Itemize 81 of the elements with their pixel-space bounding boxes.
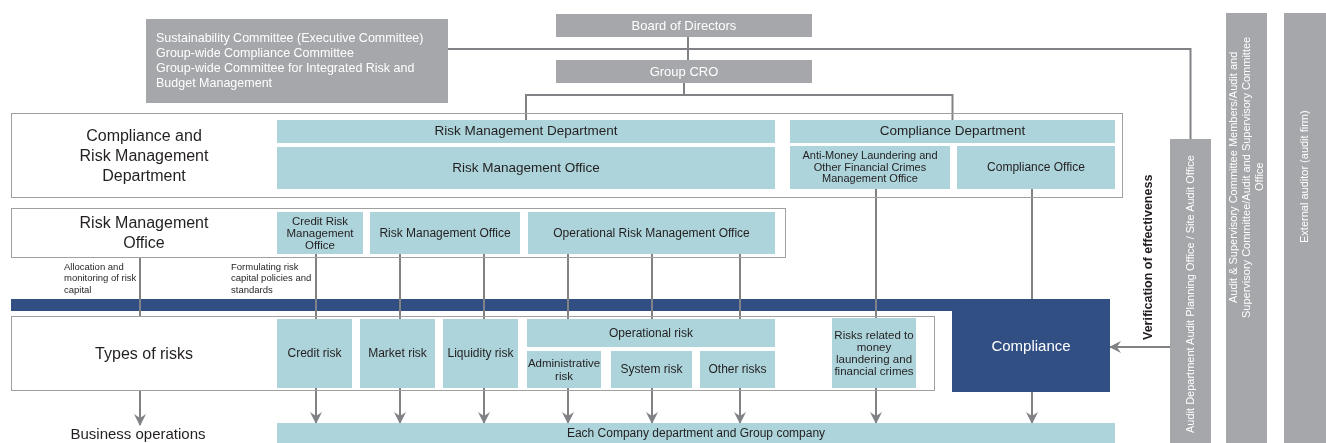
section-title: Compliance and Risk Management Department xyxy=(78,125,210,186)
committee-name: Group-wide Committee for Integrated Risk and Budget Management xyxy=(156,61,416,91)
edge-label: Verification of effectiveness xyxy=(1141,173,1156,340)
unit-name: Administrative risk xyxy=(527,357,601,382)
org-unit-box xyxy=(370,212,520,254)
unit-name: Market risk xyxy=(368,347,427,360)
section-title: Risk Management Office xyxy=(78,213,210,253)
connector-line xyxy=(651,253,653,320)
org-unit-box xyxy=(277,319,352,388)
committee-name: Sustainability Committee (Executive Committee) xyxy=(156,31,424,46)
compliance-box xyxy=(952,299,1110,392)
connector-line xyxy=(139,257,141,317)
body-name: Audit Department Audit Planning Office / Site Audit Office xyxy=(1183,154,1197,436)
org-unit-box xyxy=(277,423,1115,443)
unit-name: Board of Directors xyxy=(631,18,737,33)
org-unit-box xyxy=(957,146,1115,189)
unit-name: Risk Management Office xyxy=(379,226,511,240)
audit-body-box xyxy=(1170,139,1211,443)
arrow xyxy=(870,387,882,424)
unit-name: Operational Risk Management Office xyxy=(553,226,750,240)
arrow xyxy=(1026,391,1038,424)
unit-name: Other risks xyxy=(708,363,767,376)
arrow xyxy=(310,387,322,424)
org-unit-box xyxy=(443,319,518,388)
committee-box xyxy=(146,19,448,103)
org-unit-box xyxy=(832,318,916,388)
unit-name: Risks related to money laundering and financial crimes xyxy=(833,328,915,378)
section-title: Types of risks xyxy=(95,343,193,364)
unit-name: Credit risk xyxy=(287,347,342,360)
unit-name: Group CRO xyxy=(649,64,719,79)
connector-line xyxy=(483,253,485,320)
committee-name: Group-wide Compliance Committee xyxy=(156,46,354,61)
connector-line xyxy=(447,48,1192,140)
committee-box xyxy=(556,60,812,83)
unit-name: Compliance Office xyxy=(987,161,1085,174)
connector-line xyxy=(875,188,877,319)
unit-name: Operational risk xyxy=(608,326,693,340)
unit-name: Liquidity risk xyxy=(447,347,514,360)
section-title: Business operations xyxy=(70,425,206,442)
audit-body-box xyxy=(1226,13,1267,443)
arrow xyxy=(394,387,406,424)
body-name: External auditor (audit firm) xyxy=(1298,109,1312,246)
connector-line xyxy=(567,253,569,320)
org-unit-box xyxy=(611,351,692,388)
org-unit-box xyxy=(527,351,601,388)
unit-name: Compliance xyxy=(991,337,1071,354)
unit-name: Anti-Money Laundering and Other Financial Crimes Management Office xyxy=(801,150,939,185)
annotation-text: Formulating risk capital policies and standards xyxy=(231,261,313,296)
org-unit-box xyxy=(700,351,775,388)
section-band xyxy=(11,208,786,258)
org-unit-box xyxy=(360,319,435,388)
connector-line xyxy=(687,36,689,61)
org-unit-box xyxy=(277,212,363,254)
arrow xyxy=(478,387,490,424)
org-unit-box xyxy=(790,146,950,189)
org-unit-box xyxy=(277,147,775,189)
audit-body-box xyxy=(1284,13,1326,443)
connector-line xyxy=(315,253,317,320)
unit-name: Credit Risk Management Office xyxy=(285,214,355,252)
unit-name: Compliance Department xyxy=(879,124,1026,139)
connector-line xyxy=(739,253,741,320)
arrow xyxy=(562,387,574,424)
body-name: Audit & Supervisory Committee Members/Audit and Supervisory Committee/Audit and Supervisory Committee Office xyxy=(1226,35,1267,320)
unit-name: Each Company department and Group company xyxy=(566,426,826,440)
org-unit-box xyxy=(527,319,775,347)
arrow xyxy=(646,387,658,424)
arrow xyxy=(1109,341,1171,353)
connector-line xyxy=(399,253,401,320)
committee-box xyxy=(556,14,812,37)
arrow xyxy=(134,390,146,426)
section-band xyxy=(11,316,935,391)
annotation-text: Allocation and monitoring of risk capital xyxy=(64,261,138,296)
unit-name: Risk Management Office xyxy=(452,160,600,176)
unit-name: Risk Management Department xyxy=(434,124,618,139)
arrow xyxy=(734,387,746,424)
org-unit-box xyxy=(528,212,775,254)
connector-line xyxy=(1031,188,1033,300)
section-band xyxy=(11,113,1123,198)
org-unit-box xyxy=(277,120,775,143)
unit-name: System risk xyxy=(620,363,683,376)
org-unit-box xyxy=(790,120,1115,143)
